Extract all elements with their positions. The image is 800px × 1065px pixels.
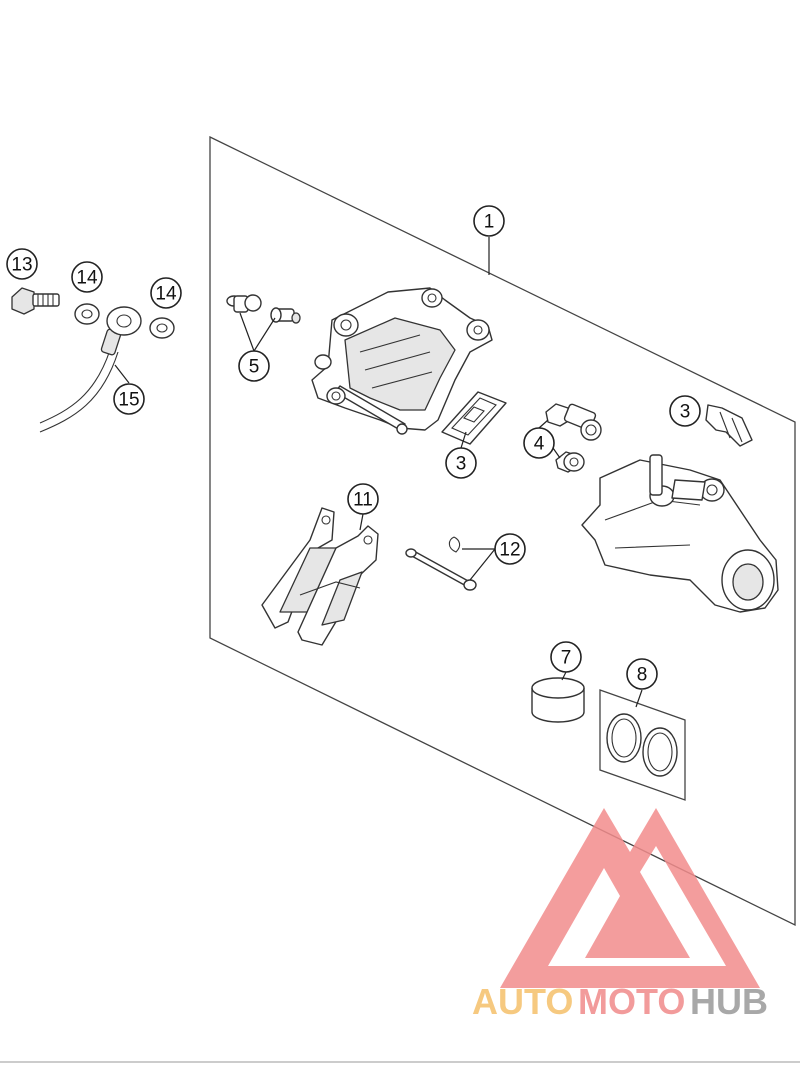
sealing-washer-left: [74, 303, 100, 325]
callout-15-label: 15: [118, 390, 139, 411]
callout-5-label: 5: [249, 357, 260, 378]
callout-4-label: 4: [534, 434, 545, 455]
callout-12-label: 12: [499, 540, 520, 561]
callout-1: 1: [473, 205, 505, 237]
brake-caliper-body: [311, 287, 493, 435]
caliper-bracket: [581, 454, 779, 613]
banjo-bolt: [11, 287, 60, 315]
logo-word-hub: HUB: [690, 981, 768, 1022]
guide-pin-set: [545, 403, 602, 473]
callout-11: 11: [347, 483, 379, 515]
pad-pin-and-clip: [405, 536, 477, 591]
callout-1-label: 1: [484, 212, 495, 233]
callout-8: 8: [626, 658, 658, 690]
callout-15: 15: [113, 383, 145, 415]
brake-line: [39, 306, 142, 433]
callout-14-left: 14: [71, 261, 103, 293]
callout-4: 4: [523, 427, 555, 459]
pad-spring-right: [705, 404, 753, 447]
watermark-logo: AUTO MOTO HUB: [472, 808, 768, 1022]
callout-14-right: 14: [150, 277, 182, 309]
callout-3-center-label: 3: [456, 454, 467, 475]
piston: [531, 677, 585, 723]
callout-12: 12: [494, 533, 526, 565]
logo-word-moto: MOTO: [578, 981, 685, 1022]
brake-pads: [261, 507, 379, 646]
callout-14-right-label: 14: [155, 284, 177, 305]
assembly-frame: [209, 135, 796, 927]
callout-3-center: 3: [445, 447, 477, 479]
logo-triangle-mark: [500, 808, 760, 988]
callout-3-right-label: 3: [680, 402, 691, 423]
callout-8-label: 8: [637, 665, 648, 686]
seal-ring-kit: [599, 689, 686, 801]
callout-7: 7: [550, 641, 582, 673]
callout-13: 13: [6, 248, 38, 280]
bleeder-screw-set: [226, 294, 301, 324]
callout-13-label: 13: [11, 255, 32, 276]
callout-3-right: 3: [669, 395, 701, 427]
logo-word-auto: AUTO: [472, 981, 573, 1022]
callout-14-left-label: 14: [76, 268, 98, 289]
callout-11-label: 11: [353, 490, 373, 511]
callout-5: 5: [238, 350, 270, 382]
sealing-washer-right: [149, 317, 175, 339]
callout-7-label: 7: [561, 648, 572, 669]
pad-spring-center: [441, 391, 507, 445]
